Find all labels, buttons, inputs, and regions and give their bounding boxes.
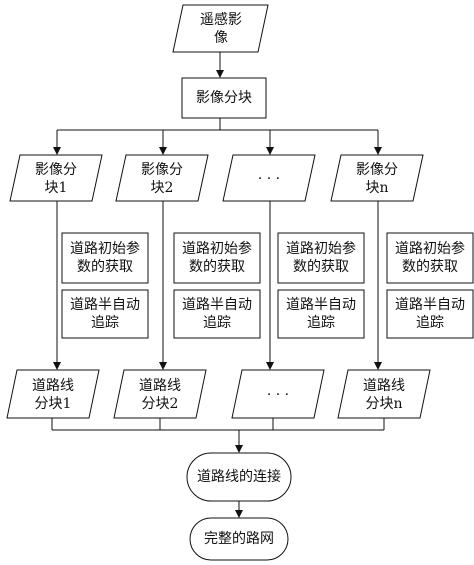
param-box-1	[61, 232, 149, 284]
param-label-2: 道路初始参 数的获取	[182, 241, 252, 275]
param-label-1: 道路初始参 数的获取	[70, 241, 140, 275]
input-shape	[172, 4, 269, 53]
output-label: 完整的路网	[204, 531, 274, 547]
result-label-1: 道路线 分块1	[32, 377, 74, 412]
partition-label: 影像分块	[196, 90, 252, 106]
block-shape-2	[115, 154, 209, 202]
param-label-4: 道路初始参 数的获取	[395, 241, 465, 275]
output-shape	[189, 517, 289, 561]
block-shape-3	[222, 154, 316, 202]
param-box-3	[277, 232, 365, 284]
track-label-4: 道路半自动 追踪	[395, 297, 465, 331]
result-label-2: 道路线 分块2	[139, 377, 181, 412]
track-label-2: 道路半自动 追踪	[182, 297, 252, 331]
result-label-4: 道路线 分块n	[363, 377, 405, 412]
block-shape-1	[9, 154, 103, 202]
connect-label: 道路线的连接	[197, 469, 281, 485]
result-shape-2	[113, 369, 207, 419]
block-label-2: 影像分 块2	[141, 161, 183, 196]
block-label-4: 影像分 块n	[356, 161, 398, 196]
block-shape-4	[330, 154, 424, 202]
result-shape-1	[6, 369, 100, 419]
partition-box	[181, 77, 267, 119]
track-box-2	[173, 289, 261, 339]
result-shape-3	[231, 369, 325, 419]
result-shape-4	[337, 369, 431, 419]
track-box-4	[386, 289, 474, 339]
block-label-1: 影像分 块1	[35, 161, 77, 196]
input-label: 遥感影 像	[200, 12, 242, 46]
track-label-1: 道路半自动 追踪	[70, 297, 140, 331]
block-label-3: · · ·	[257, 170, 281, 187]
param-label-3: 道路初始参 数的获取	[286, 241, 356, 275]
param-box-4	[386, 232, 474, 284]
track-box-1	[61, 289, 149, 339]
result-label-3: · · ·	[266, 386, 290, 403]
param-box-2	[173, 232, 261, 284]
track-box-3	[277, 289, 365, 339]
track-label-3: 道路半自动 追踪	[286, 297, 356, 331]
